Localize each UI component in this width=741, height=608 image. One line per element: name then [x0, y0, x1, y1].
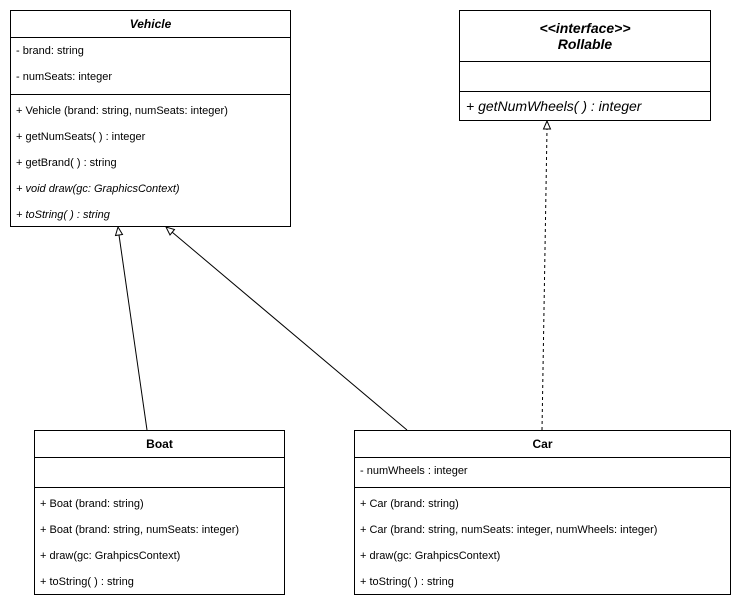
car-vehicle-generalization-line: [171, 231, 408, 431]
boat-operation: + Boat (brand: string): [40, 498, 144, 510]
rollable-interface-name: Rollable: [557, 36, 613, 52]
boat-vehicle-generalization-line: [118, 234, 148, 431]
boat-operation: + toString( ) : string: [40, 576, 134, 588]
car-class-header: Car: [355, 431, 730, 458]
rollable-interface[interactable]: <<interface>> Rollable + getNumWheels( )…: [459, 10, 711, 121]
boat-operation: + draw(gc: GrahpicsContext): [40, 550, 181, 562]
rollable-operation: + getNumWheels( ) : integer: [466, 98, 642, 114]
boat-operations: + Boat (brand: string) + Boat (brand: st…: [35, 488, 284, 595]
car-rollable-realization-arrowhead: [542, 119, 552, 130]
boat-class-header: Boat: [35, 431, 284, 458]
vehicle-operation: + getBrand( ) : string: [16, 157, 117, 169]
vehicle-attribute: - brand: string: [16, 45, 84, 57]
vehicle-operation: + getNumSeats( ) : integer: [16, 131, 146, 143]
vehicle-class-header: Vehicle: [11, 11, 290, 38]
boat-attributes: [35, 458, 284, 488]
vehicle-attributes: - brand: string - numSeats: integer: [11, 38, 290, 95]
rollable-interface-header: <<interface>> Rollable: [460, 11, 710, 62]
car-attribute: - numWheels : integer: [360, 465, 468, 477]
car-rollable-realization-line: [541, 128, 548, 431]
rollable-stereotype: <<interface>>: [539, 20, 631, 36]
boat-class-name: Boat: [146, 437, 173, 451]
vehicle-class[interactable]: Vehicle - brand: string - numSeats: inte…: [10, 10, 291, 227]
vehicle-operation-abstract: + toString( ) : string: [16, 209, 110, 221]
vehicle-operations: + Vehicle (brand: string, numSeats: inte…: [11, 95, 290, 228]
car-class-name: Car: [532, 437, 553, 451]
vehicle-class-name: Vehicle: [129, 17, 172, 31]
vehicle-operation: + Vehicle (brand: string, numSeats: inte…: [16, 105, 228, 117]
car-operation: + Car (brand: string): [360, 498, 459, 510]
boat-operation: + Boat (brand: string, numSeats: integer…: [40, 524, 240, 536]
car-class[interactable]: Car - numWheels : integer + Car (brand: …: [354, 430, 731, 595]
rollable-attributes: [460, 62, 710, 92]
vehicle-attribute: - numSeats: integer: [16, 71, 112, 83]
car-operations: + Car (brand: string) + Car (brand: stri…: [355, 488, 730, 595]
vehicle-operation-abstract: + void draw(gc: GraphicsContext): [16, 183, 180, 195]
boat-class[interactable]: Boat + Boat (brand: string) + Boat (bran…: [34, 430, 285, 595]
car-operation: + toString( ) : string: [360, 576, 454, 588]
car-operation: + draw(gc: GrahpicsContext): [360, 550, 501, 562]
boat-vehicle-generalization-arrowhead: [114, 225, 124, 237]
car-attributes: - numWheels : integer: [355, 458, 730, 488]
rollable-operations: + getNumWheels( ) : integer: [460, 92, 710, 117]
car-vehicle-generalization-arrowhead: [165, 226, 176, 236]
car-operation: + Car (brand: string, numSeats: integer,…: [360, 524, 658, 536]
